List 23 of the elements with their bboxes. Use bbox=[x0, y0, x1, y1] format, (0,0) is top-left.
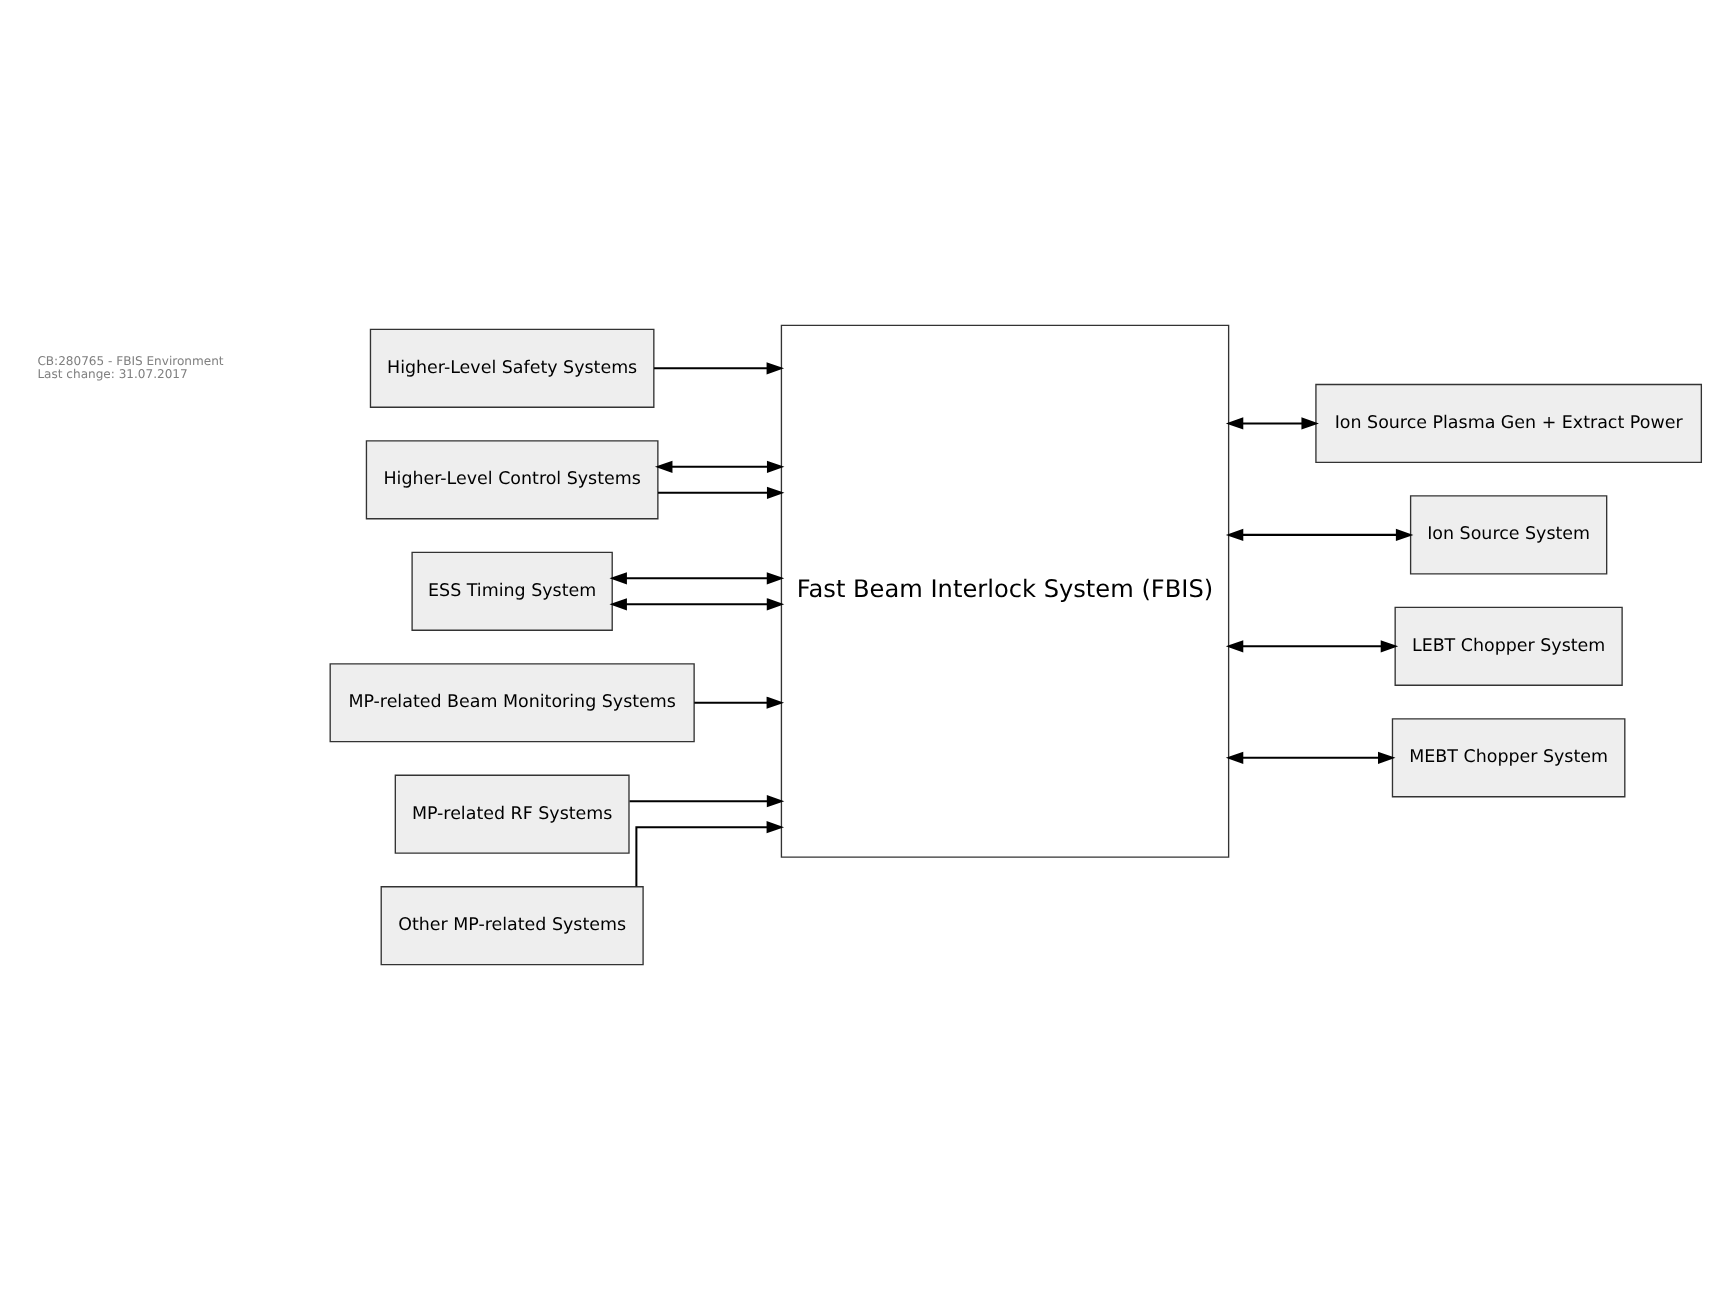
node-box: MP-related Beam Monitoring Systems bbox=[329, 663, 695, 743]
arrow bbox=[635, 821, 785, 887]
arrow bbox=[609, 598, 785, 611]
arrow bbox=[609, 572, 785, 585]
arrow bbox=[658, 486, 785, 499]
node-box: Other MP-related Systems bbox=[380, 886, 644, 966]
arrow bbox=[694, 696, 785, 709]
node-box: Ion Source Plasma Gen + Extract Power bbox=[1315, 383, 1703, 464]
node-box: Ion Source System bbox=[1409, 495, 1608, 575]
arrow bbox=[1225, 528, 1414, 541]
node-box: Higher-Level Safety Systems bbox=[369, 328, 655, 408]
node-box: LEBT Chopper System bbox=[1394, 606, 1623, 686]
node-box: ESS Timing System bbox=[411, 551, 613, 631]
node-box: Higher-Level Control Systems bbox=[365, 440, 659, 520]
arrow bbox=[1225, 751, 1396, 764]
arrow bbox=[1225, 640, 1399, 653]
node-box: MEBT Chopper System bbox=[1391, 718, 1626, 798]
node-box: Fast Beam Interlock System (FBIS) bbox=[780, 324, 1230, 858]
arrow bbox=[1225, 417, 1319, 430]
arrow bbox=[629, 795, 785, 808]
arrow bbox=[655, 460, 785, 473]
arrow bbox=[654, 362, 785, 375]
node-box: MP-related RF Systems bbox=[394, 774, 630, 854]
